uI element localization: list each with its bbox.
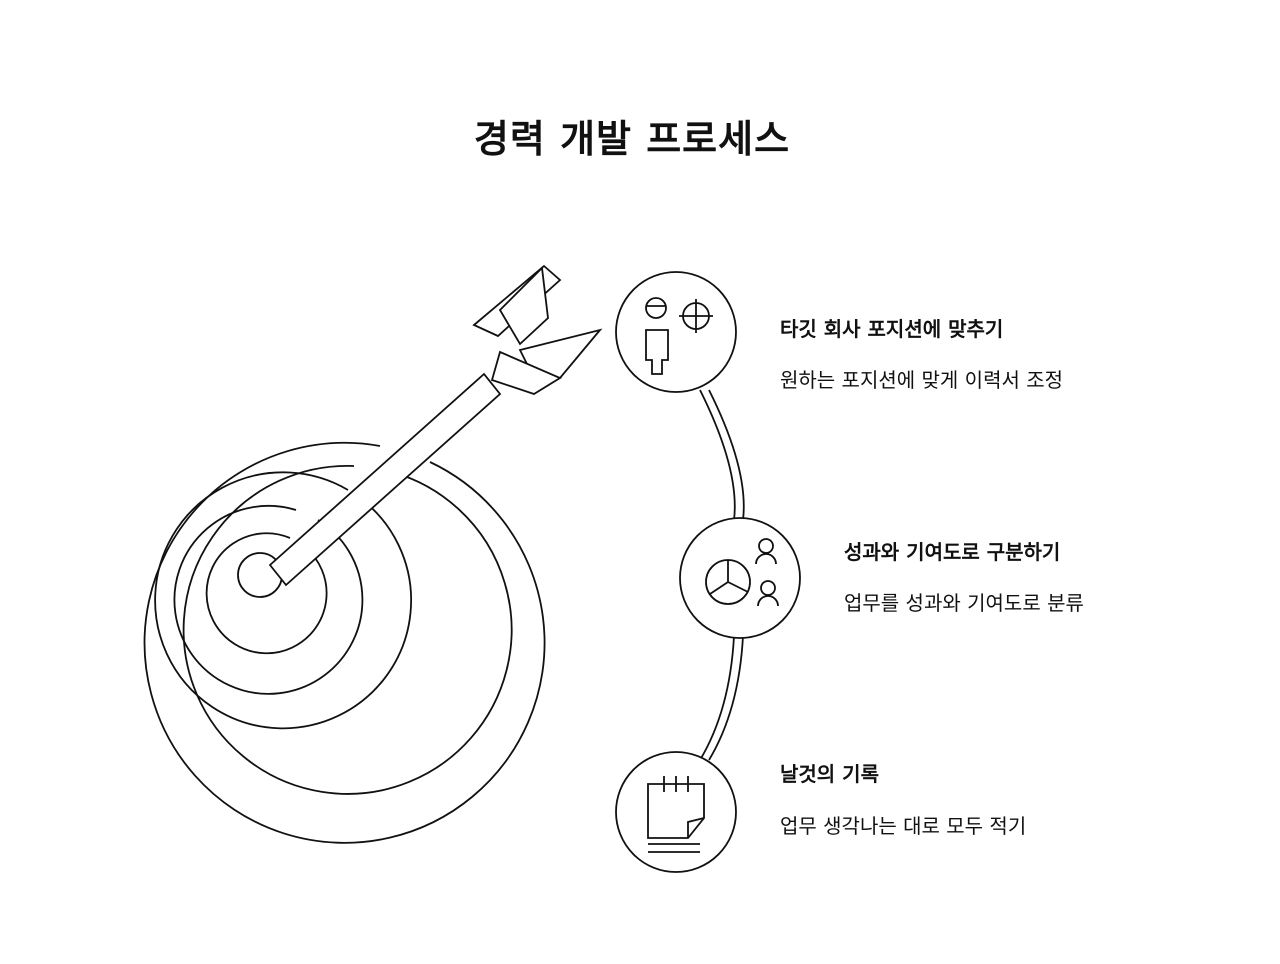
target-icon bbox=[143, 441, 546, 844]
step-3-title: 날것의 기록 bbox=[780, 762, 879, 786]
target-ring-3 bbox=[154, 471, 412, 730]
step-1-icon bbox=[615, 271, 737, 393]
arrow-icon bbox=[268, 264, 603, 587]
target-ring-5 bbox=[205, 532, 328, 655]
notepad-icon bbox=[647, 783, 705, 839]
step-2-icon bbox=[679, 517, 801, 639]
page-title: 경력 개발 프로세스 bbox=[473, 117, 791, 161]
target-ring-4 bbox=[173, 505, 364, 695]
step-2-description: 업무를 성과와 기여도로 분류 bbox=[844, 591, 1084, 615]
step-3-icon bbox=[615, 751, 737, 873]
step-2-title: 성과와 기여도로 구분하기 bbox=[844, 540, 1061, 564]
target-ring-2 bbox=[182, 465, 513, 795]
person-body-icon bbox=[645, 329, 669, 375]
target-ring-1 bbox=[143, 441, 546, 844]
person-head-icon bbox=[645, 297, 667, 319]
connector-line bbox=[699, 389, 745, 761]
arrow-fletch-low bbox=[490, 350, 562, 395]
step-1-description: 원하는 포지션에 맞게 이력서 조정 bbox=[780, 368, 1064, 392]
step-3-description: 업무 생각나는 대로 모두 적기 bbox=[780, 814, 1027, 838]
arrow-shaft bbox=[268, 372, 502, 587]
step-1-title: 타깃 회사 포지션에 맞추기 bbox=[780, 317, 1004, 341]
arrow-fletch-mid bbox=[498, 266, 549, 346]
